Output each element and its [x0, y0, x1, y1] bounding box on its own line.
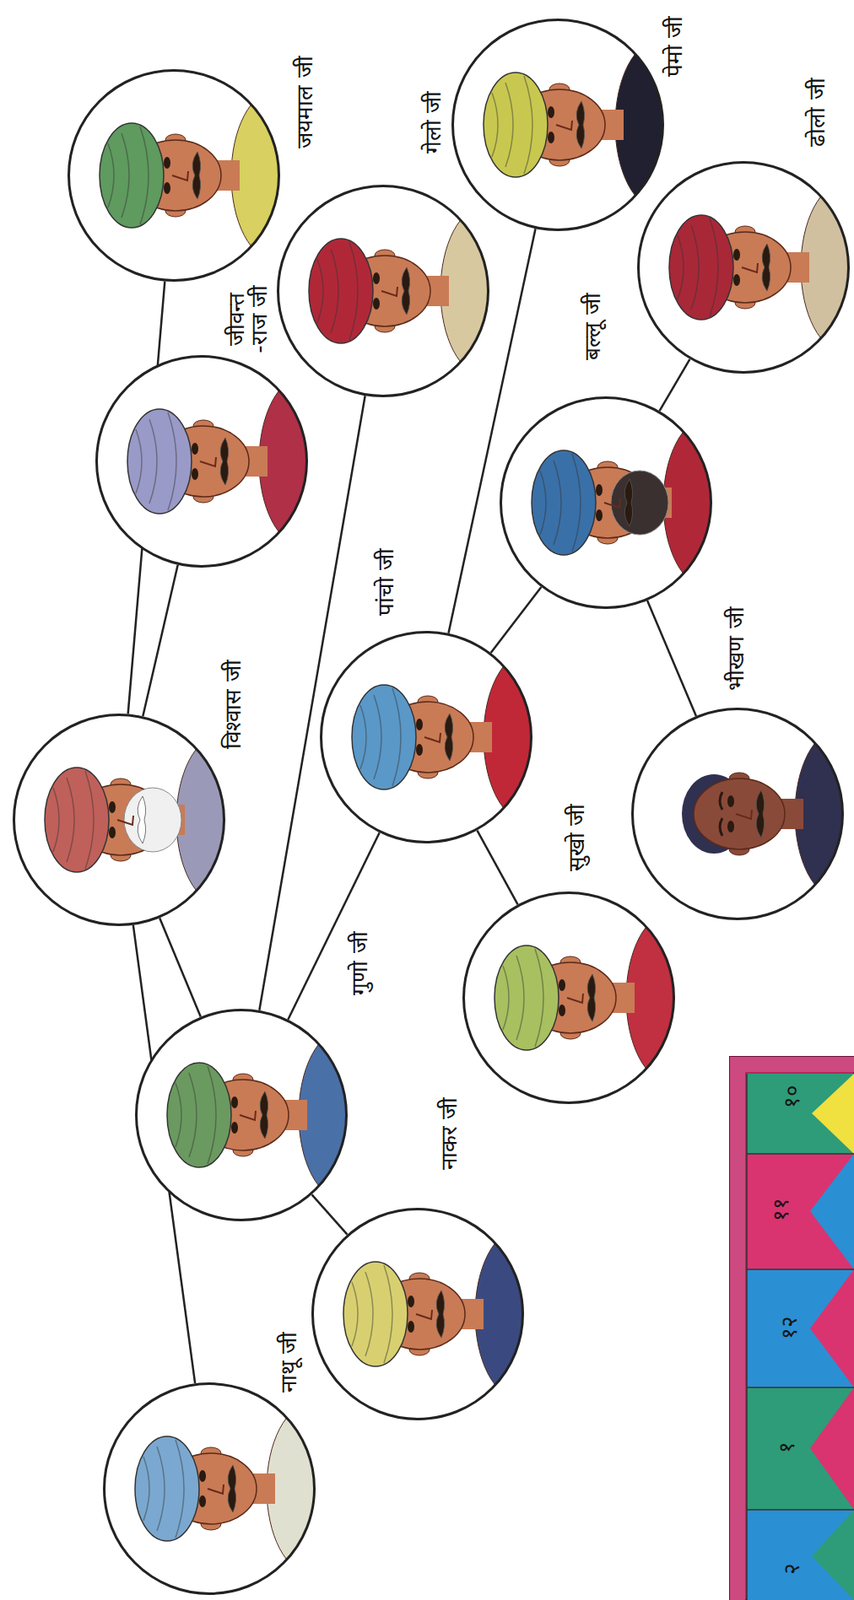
board-cell	[746, 1510, 854, 1600]
portrait-circle	[631, 708, 844, 921]
portrait-node: विश्वास जी	[12, 713, 226, 927]
board-number: १	[774, 1442, 800, 1454]
board-cell	[746, 1270, 854, 1389]
portrait-node: बल्लू जी	[499, 396, 713, 610]
board-cell	[810, 1154, 854, 1271]
portrait	[99, 91, 319, 260]
name-label: विश्वास जी	[220, 659, 246, 749]
portrait-node: ढोलो जी	[637, 161, 850, 374]
connector-line	[647, 600, 697, 717]
board-frame	[729, 1057, 854, 1600]
portrait-circle	[95, 355, 309, 568]
board-cell	[811, 1074, 854, 1155]
portrait	[44, 735, 265, 905]
name-label: भीखण जी	[723, 606, 749, 691]
portrait	[308, 206, 529, 376]
portrait-node: जयमाल जी	[67, 69, 281, 282]
portrait	[669, 183, 854, 352]
portrait-frame	[136, 1010, 347, 1222]
connector-line	[476, 831, 518, 906]
portrait-frame	[69, 70, 280, 282]
portrait-frame	[638, 162, 849, 373]
portrait-frame	[632, 709, 844, 920]
portrait-circle	[451, 18, 665, 232]
portrait-node: पेमो जी	[451, 18, 665, 232]
connector-line	[659, 359, 691, 411]
portrait	[681, 729, 854, 899]
name-label: जीवन्त -राज जी	[225, 282, 272, 356]
portrait	[127, 377, 347, 546]
board-number: १०	[779, 1085, 805, 1109]
portrait-node: भीखण जी	[631, 708, 844, 921]
portrait	[494, 913, 714, 1083]
board-number: १२	[777, 1316, 802, 1341]
portrait-node: नाकर जी	[311, 1208, 525, 1422]
board-cell	[746, 1154, 854, 1271]
portrait-frame	[501, 398, 712, 609]
name-label: बल्लू जी	[579, 292, 606, 360]
name-label: नाथू जी	[276, 1332, 303, 1394]
portrait-frame	[97, 356, 308, 568]
portrait-frame	[321, 632, 532, 844]
portrait	[343, 1230, 563, 1400]
portrait-circle	[12, 713, 226, 927]
portrait	[351, 653, 572, 822]
portrait-node: सुखो जी	[462, 891, 676, 1105]
portrait-circle	[276, 184, 490, 398]
portrait-frame	[104, 1384, 315, 1595]
name-label: गेलो जी	[421, 91, 447, 154]
portrait-circle	[102, 1383, 316, 1596]
portrait-node: पांचो जी	[319, 631, 533, 844]
name-label: नाकर जी	[437, 1097, 463, 1171]
board-cell	[810, 1270, 854, 1389]
portrait-frame	[453, 20, 664, 231]
portrait-circle	[311, 1208, 525, 1422]
board-number: ११	[768, 1198, 794, 1222]
portrait-node: जीवन्त -राज जी	[95, 355, 309, 568]
name-label: पेमो जी	[662, 16, 688, 77]
portrait-node: नाथू जी	[102, 1383, 316, 1596]
connector-line	[159, 918, 201, 1017]
board-grid	[746, 1074, 854, 1600]
board-cell	[746, 1388, 854, 1511]
board-cell	[811, 1510, 854, 1600]
portrait-frame	[278, 186, 489, 397]
name-label: गुणो जी	[346, 931, 373, 995]
connector-line	[491, 587, 542, 654]
portrait-circle	[67, 69, 281, 282]
connector-line	[142, 565, 178, 717]
portrait-node: गेलो जी	[276, 184, 490, 398]
board-cell	[810, 1388, 854, 1511]
portrait-circle	[462, 891, 676, 1105]
connector-line	[287, 832, 379, 1021]
portrait-circle	[637, 161, 850, 374]
portrait-circle	[319, 631, 533, 844]
board-cell	[746, 1074, 854, 1155]
board-rim	[729, 1057, 854, 1600]
name-label: सुखो जी	[564, 804, 590, 872]
portrait	[135, 1405, 355, 1574]
name-label: पांचो जी	[373, 548, 400, 617]
portrait	[531, 418, 752, 588]
name-label: ढोलो जी	[804, 77, 830, 146]
portrait-node: गुणो जी	[135, 1009, 348, 1222]
portrait-frame	[313, 1210, 524, 1421]
portrait-frame	[464, 893, 675, 1104]
connector-line	[312, 1194, 348, 1235]
portrait-circle	[499, 396, 713, 610]
portrait	[167, 1031, 387, 1200]
portrait-circle	[135, 1009, 348, 1222]
name-label: जयमाल जी	[291, 55, 318, 148]
portrait-frame	[14, 715, 225, 926]
board-number: २	[779, 1563, 805, 1576]
